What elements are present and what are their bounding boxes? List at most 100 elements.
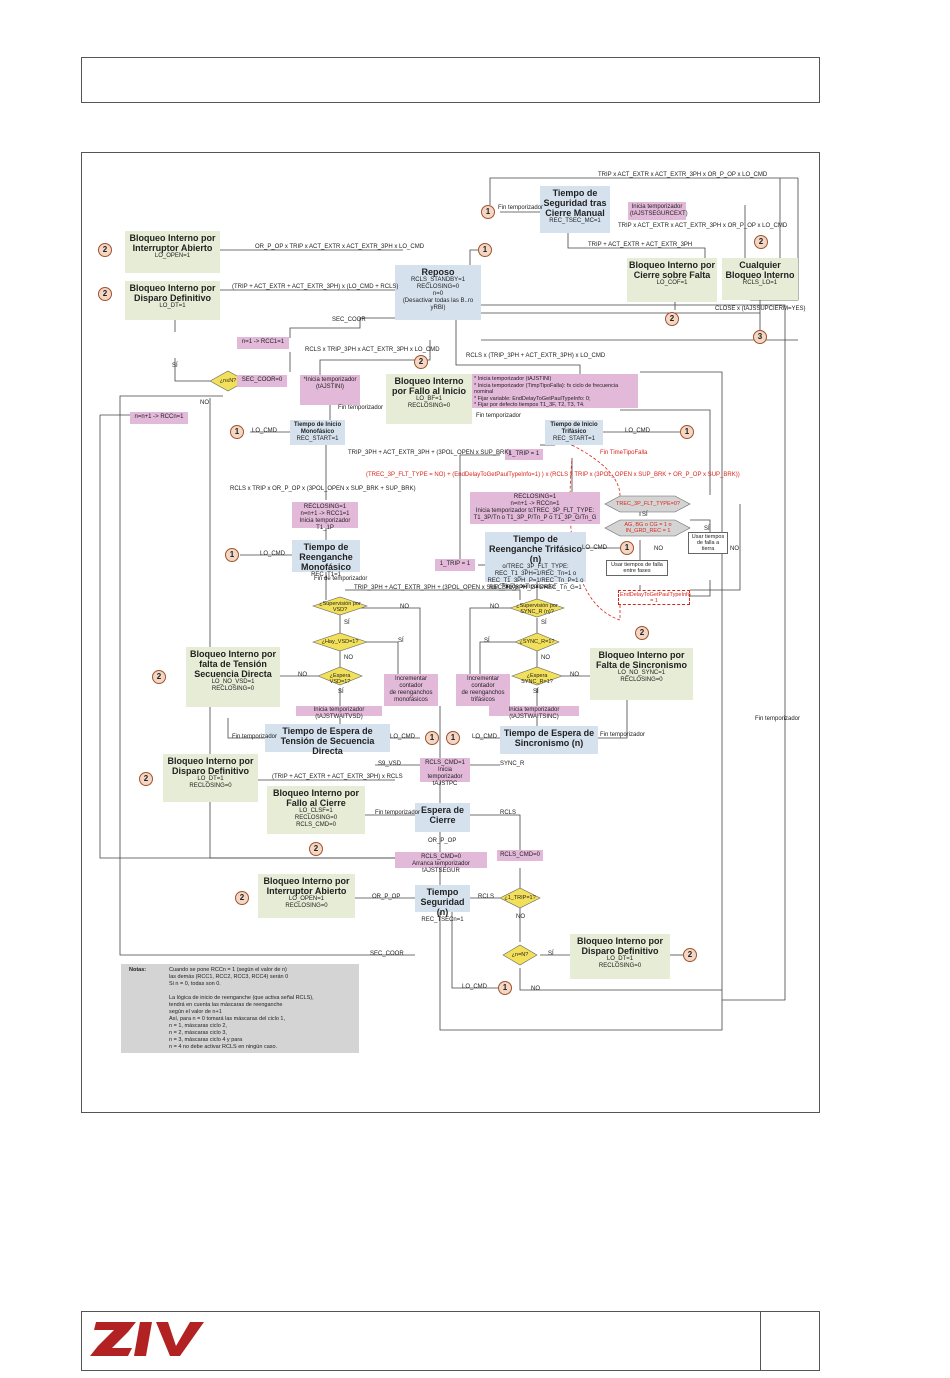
action-n1-rcc1: n=1 -> RCC1=1 <box>237 337 289 349</box>
edge-label: TRIP + ACT_EXTR + ACT_EXTR_3PH <box>588 242 693 248</box>
diamond-n-eq-N-label: ¿n≤N? <box>219 378 237 384</box>
block-fallo-cierre: Bloqueo Interno por Fallo al Cierre LO_C… <box>267 786 365 834</box>
diamond-vsd-ok <box>312 632 368 652</box>
diamond-sup-sinc-label: ¿Supervisión por SYNC_R (n)? <box>516 603 558 615</box>
hex-ag-check <box>604 519 691 537</box>
diamond-sup-sinc <box>509 598 565 618</box>
edge-label: Fin TimeTipoFalla <box>600 450 648 456</box>
hex-trec-check-label: TREC_3P_FLT_TYPE=0? <box>616 501 680 507</box>
edge-label: RCLS x TRIP x OR_P_OP x (3POL_OPEN x SUP… <box>230 486 416 492</box>
edge-label-si: SÍ <box>704 526 710 532</box>
action-rcls-cmd0-b: RCLS_CMD=0 <box>497 850 543 861</box>
edge-label: LO_CMD <box>252 428 278 434</box>
connector-1: 1 <box>620 541 634 555</box>
notes-title: Notas: <box>129 967 147 973</box>
connector-2: 2 <box>309 842 323 856</box>
state-espera-vsd: Tiempo de Espera de Tensión de Secuencia… <box>265 724 390 756</box>
state-espera-cierre: Espera de Cierre <box>415 803 470 832</box>
edge-label: LO_CMD <box>260 551 286 557</box>
edge-label-no: NO <box>516 914 525 920</box>
edge-label: RCLS <box>478 894 495 900</box>
edge-label: RCLS x (TRIP_3PH + ACT_EXTR_3PH) x LO_CM… <box>466 353 606 359</box>
edge-label-no: NO <box>490 604 499 610</box>
edge-label: Fin temporizador <box>476 413 522 419</box>
edge-label-si: SÍ <box>484 638 490 644</box>
edge-label-no: NO <box>200 400 209 406</box>
notes-lines: Cuando se pone RCCn = 1 (según el valor … <box>169 967 314 1050</box>
action-ini-tsec: Inicia temporizador (tAJSTSEGURCEXT) <box>628 202 688 220</box>
connector-1: 1 <box>446 731 460 745</box>
edge-label-si: SÍ <box>642 512 648 518</box>
connector-1: 1 <box>481 205 495 219</box>
diamond-one-trip <box>499 887 541 909</box>
edge-label-no: NO <box>400 604 409 610</box>
edge-label-si: SÍ <box>344 620 350 626</box>
edge-label-si: SÍ <box>533 689 539 695</box>
edge-label-si: SÍ <box>338 689 344 695</box>
action-ini-waitsinc: Inicia temporizador (tAJSTWAITSINC) <box>489 706 579 720</box>
diamond-one-trip-label: ¿1_TRIP=1? <box>504 895 536 901</box>
box-usar-falla: Usar tiempos de falla entre fases <box>606 560 668 576</box>
edge-label: RCLS x TRIP_3PH x ACT_EXTR_3PH x LO_CMD <box>305 347 440 353</box>
diamond-espera-sinc <box>511 666 563 686</box>
connector-1: 1 <box>478 243 492 257</box>
connector-2: 2 <box>665 312 679 326</box>
edge-label: SEC_COOR <box>370 951 404 957</box>
action-sec-coor: SEC_COOR=0 <box>237 375 287 387</box>
edge-label: Fin temporizador <box>498 205 544 211</box>
diamond-espera-vsd <box>317 666 363 686</box>
edge-label: LO_CMD <box>462 984 488 990</box>
edge-label: LO_CMD <box>390 734 416 740</box>
edge-label: LO_CMD <box>625 428 651 434</box>
connector-1: 1 <box>680 425 694 439</box>
block-sincronismo: Bloqueo Interno por Falta de Sincronismo… <box>590 648 693 700</box>
edge-label: Fin temporizador <box>755 716 801 722</box>
edge-label: Fin de temporizador <box>502 584 556 590</box>
edge-label: (TRIP + ACT_EXTR + ACT_EXTR_3PH) x RCLS <box>272 774 403 780</box>
edge-label: TRIP_3PH + ACT_EXTR_3PH + (3POL_OPEN x S… <box>348 450 511 456</box>
box-end-delay: EndDelayToGetPaulTypeInfo = 1 <box>618 590 691 605</box>
edge-label: Fin temporizador <box>232 734 278 740</box>
connector-2: 2 <box>635 626 649 640</box>
diamond-sup-vsd <box>312 596 368 616</box>
diamond-vsd-ok-label: ¿Hay_VSD=1? <box>321 639 359 645</box>
diagram-frame <box>81 152 820 1113</box>
block-fallo-inicio: Bloqueo Interno por Fallo al Inicio LO_B… <box>386 374 472 424</box>
action-one-trip-a: 1_TRIP = 1 <box>505 449 543 460</box>
block-disparo-def-2: Bloqueo Interno por Disparo Definitivo L… <box>163 754 258 802</box>
edge-label: OR_P_OP x TRIP x ACT_EXTR x ACT_EXTR_3PH… <box>255 244 425 250</box>
edge-label-si: SÍ <box>172 363 178 369</box>
state-t-seguridad: Tiempo Seguridad (n)REC_TSECn=1 <box>415 885 470 923</box>
action-ini-temp-mono: *Inicia temporizador(tAJSTINI) <box>300 375 360 405</box>
edge-label-no: NO <box>344 655 353 661</box>
diamond-sinc-ok-label: ¿SYNC_R=1? <box>519 639 555 645</box>
edge-label-si: SÍ <box>548 951 554 957</box>
connector-2: 2 <box>414 355 428 369</box>
edge-label: LO_CMD <box>582 545 608 551</box>
edge-label-si: SÍ <box>541 620 547 626</box>
edge-label: CLOSE x (tAJSSUPCIERM=YES) <box>715 306 806 312</box>
diamond-sinc-ok <box>514 632 560 652</box>
action-notes-tri: * Inicia temporizador (tAJSTINI)* Inicia… <box>472 374 638 408</box>
edge-label: RCLS <box>500 810 517 816</box>
connector-1: 1 <box>498 981 512 995</box>
edge-label: TRIP x ACT_EXTR x ACT_EXTR_3PH x OR_P_OP… <box>618 223 788 229</box>
edge-label: TRIP_3PH + ACT_EXTR_3PH + (3POL_OPEN x S… <box>354 585 517 591</box>
edge-label: SYNC_R <box>500 761 525 767</box>
box-usar-tierra: Usar tiempos de falla a tierra <box>688 532 728 554</box>
header-frame <box>81 57 820 103</box>
